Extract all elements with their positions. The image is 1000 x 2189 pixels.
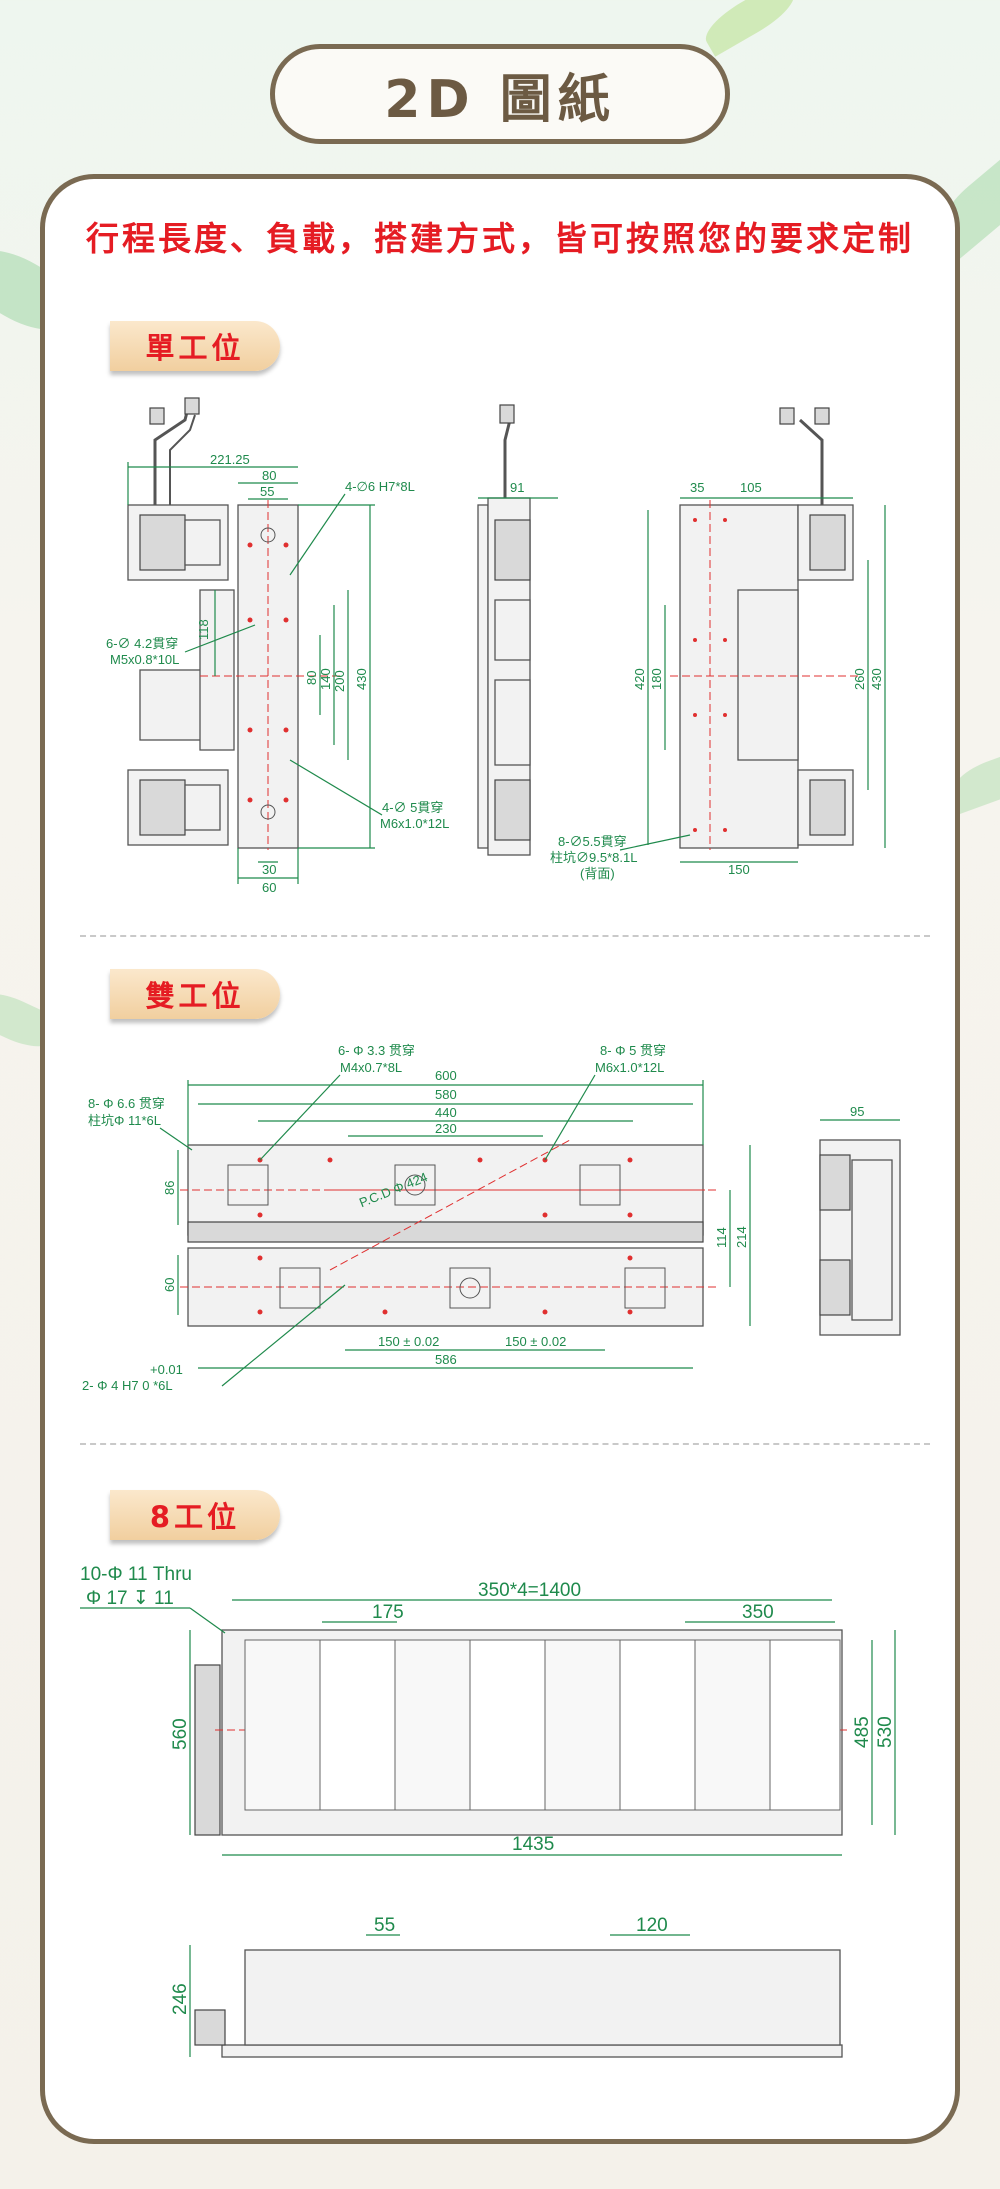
section-tab-label: 單工位 — [145, 331, 245, 365]
section-tab-label: 雙工位 — [145, 979, 245, 1013]
dim-60b: 60 — [162, 1278, 177, 1292]
note-d3a: 8- Φ 6.6 贯穿 — [88, 1096, 165, 1111]
section-tab-single: 單工位 — [110, 321, 280, 371]
dim-580: 580 — [435, 1087, 457, 1102]
note-d2a: 8- Φ 5 贯穿 — [600, 1043, 666, 1058]
dim-1400: 350*4=1400 — [478, 1580, 581, 1601]
front-view: 221.25 80 55 118 80 140 200 430 30 60 4-… — [106, 397, 449, 895]
dim-230: 230 — [435, 1121, 457, 1136]
dim-150a: 150 ± 0.02 — [378, 1334, 439, 1349]
dim-214: 214 — [734, 1226, 749, 1248]
dim-430b: 430 — [869, 668, 884, 690]
dim-246: 246 — [170, 1983, 191, 2015]
note-d4a: 2- Φ 4 H7 0 *6L — [82, 1378, 173, 1393]
section-tab-double: 雙工位 — [110, 969, 280, 1019]
dim-200: 200 — [332, 670, 347, 692]
eight-top-view: 350*4=1400 175 350 560 485 530 1435 10-Φ… — [80, 1564, 896, 1856]
dim-600: 600 — [435, 1068, 457, 1083]
drawing-double-station: P.C.D Φ 424 600 580 440 230 86 60 114 21… — [82, 1043, 901, 1393]
side-view: 91 — [477, 404, 558, 856]
note-hole-c2: M6x1.0*12L — [380, 816, 449, 831]
dim-586: 586 — [435, 1352, 457, 1367]
drawing-single-station: 221.25 80 55 118 80 140 200 430 30 60 4-… — [106, 397, 886, 895]
dim-175: 175 — [372, 1602, 404, 1623]
double-top-view: P.C.D Φ 424 600 580 440 230 86 60 114 21… — [82, 1043, 751, 1393]
note-8-a: 10-Φ 11 Thru — [80, 1564, 192, 1585]
dim-114: 114 — [714, 1227, 729, 1248]
dim-150: 150 — [728, 862, 750, 877]
dim-55: 55 — [260, 484, 274, 499]
note-d1b: M4x0.7*8L — [340, 1060, 402, 1075]
double-side-view: 95 — [819, 1104, 901, 1336]
note-d3b: 柱坑Φ 11*6L — [88, 1113, 161, 1128]
dim-560: 560 — [170, 1718, 191, 1750]
dim-180: 180 — [649, 668, 664, 690]
dim-150b: 150 ± 0.02 — [505, 1334, 566, 1349]
note-d1a: 6- Φ 3.3 贯穿 — [338, 1043, 415, 1058]
note-d2b: M6x1.0*12L — [595, 1060, 664, 1075]
dim-1435: 1435 — [512, 1834, 554, 1855]
note-8-b: Φ 17 ↧ 11 — [86, 1588, 174, 1609]
dim-55b: 55 — [374, 1915, 395, 1936]
subtitle: 行程長度、負載，搭建方式，皆可按照您的要求定制 — [86, 219, 914, 258]
dim-440: 440 — [435, 1105, 457, 1120]
eight-side-view: 55 120 246 — [170, 1915, 843, 2058]
dim-221: 221.25 — [210, 452, 250, 467]
section-tab-label: 8工位 — [149, 1500, 241, 1534]
section-tab-eight: 8工位 — [110, 1490, 280, 1540]
note-hole-a: 4-∅6 H7*8L — [345, 479, 415, 494]
dim-260: 260 — [852, 668, 867, 690]
note-hole-d2: 柱坑∅9.5*8.1L — [550, 850, 637, 865]
dim-350: 350 — [742, 1602, 774, 1623]
page-title: 2D 圖紙 — [270, 44, 730, 144]
dim-60: 60 — [262, 880, 276, 895]
dim-91: 91 — [510, 480, 524, 495]
dim-530: 530 — [875, 1716, 896, 1748]
dim-80: 80 — [262, 468, 276, 483]
dim-120: 120 — [636, 1915, 668, 1936]
dim-80v: 80 — [304, 671, 319, 685]
dim-86: 86 — [162, 1181, 177, 1195]
dim-30: 30 — [262, 862, 276, 877]
rear-view: 35 105 420 180 260 430 150 8-∅5.5貫穿 柱坑∅9… — [550, 407, 886, 881]
dim-35: 35 — [690, 480, 704, 495]
note-hole-c1: 4-∅ 5貫穿 — [382, 800, 443, 815]
dim-105: 105 — [740, 480, 762, 495]
note-hole-d3: (背面) — [580, 866, 615, 881]
page-title-text: 2D 圖紙 — [384, 69, 616, 130]
note-hole-d1: 8-∅5.5貫穿 — [558, 834, 627, 849]
dim-118: 118 — [196, 619, 211, 640]
note-hole-b1: 6-∅ 4.2貫穿 — [106, 636, 178, 651]
note-d4-tol: +0.01 — [150, 1362, 183, 1377]
dim-485: 485 — [852, 1716, 873, 1748]
leaf-decoration — [698, 0, 802, 57]
dim-430: 430 — [354, 668, 369, 690]
dim-140: 140 — [318, 668, 333, 690]
divider — [80, 1443, 930, 1445]
dim-420: 420 — [632, 668, 647, 690]
dim-95: 95 — [850, 1104, 864, 1119]
note-hole-b2: M5x0.8*10L — [110, 652, 179, 667]
drawing-eight-station: 350*4=1400 175 350 560 485 530 1435 10-Φ… — [80, 1564, 896, 2058]
divider — [80, 935, 930, 937]
